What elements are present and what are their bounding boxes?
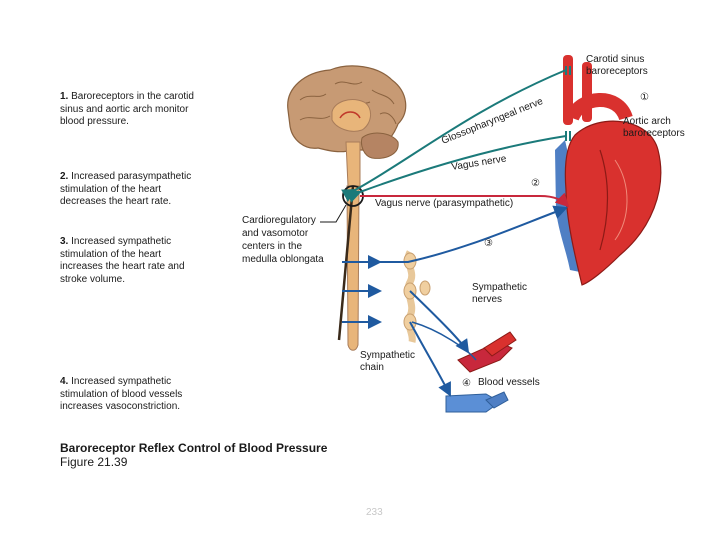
sympathetic-chain-label-2: chain [360, 362, 384, 373]
blood-vessels-label: Blood vessels [478, 377, 540, 388]
cardioregulatory-leader-line [320, 205, 346, 222]
vessel-sympathetic-path-1 [410, 291, 468, 352]
aortic-arch-label-2: baroreceptors [623, 128, 685, 139]
carotid-sinus-label-1: Carotid sinus [586, 54, 644, 65]
spinal-cord [347, 186, 359, 350]
brain [288, 66, 406, 186]
sympathetic-nerves-label-2: nerves [472, 294, 502, 305]
cardioregulatory-label-3: centers in the [242, 241, 302, 252]
cardiac-sympathetic-nerve-path [356, 208, 566, 262]
vessel-sympathetic-path-3 [412, 322, 476, 360]
cardioregulatory-label-4: medulla oblongata [242, 254, 324, 265]
marker-2: ② [531, 178, 540, 189]
heart [555, 55, 661, 285]
vessel-sympathetic-path-2 [410, 322, 450, 395]
sympathetic-chain-label-1: Sympathetic [360, 350, 415, 361]
medulla-center-dot [350, 193, 356, 199]
carotid-sinus-label-2: baroreceptors [586, 66, 648, 77]
marker-4: ④ [462, 378, 471, 389]
sympathetic-nerves-label-1: Sympathetic [472, 282, 527, 293]
aortic-arch-label-1: Aortic arch [623, 116, 671, 127]
vagus-nerve-label: Vagus nerve [451, 153, 508, 173]
glossopharyngeal-nerve-label: Glossopharyngeal nerve [440, 96, 545, 147]
vagus-parasympathetic-label: Vagus nerve (parasympathetic) [375, 198, 513, 209]
cardioregulatory-label-1: Cardioregulatory [242, 215, 316, 226]
marker-1: ① [640, 92, 649, 103]
cardioregulatory-label-2: and vasomotor [242, 228, 309, 239]
marker-3: ③ [484, 238, 493, 249]
